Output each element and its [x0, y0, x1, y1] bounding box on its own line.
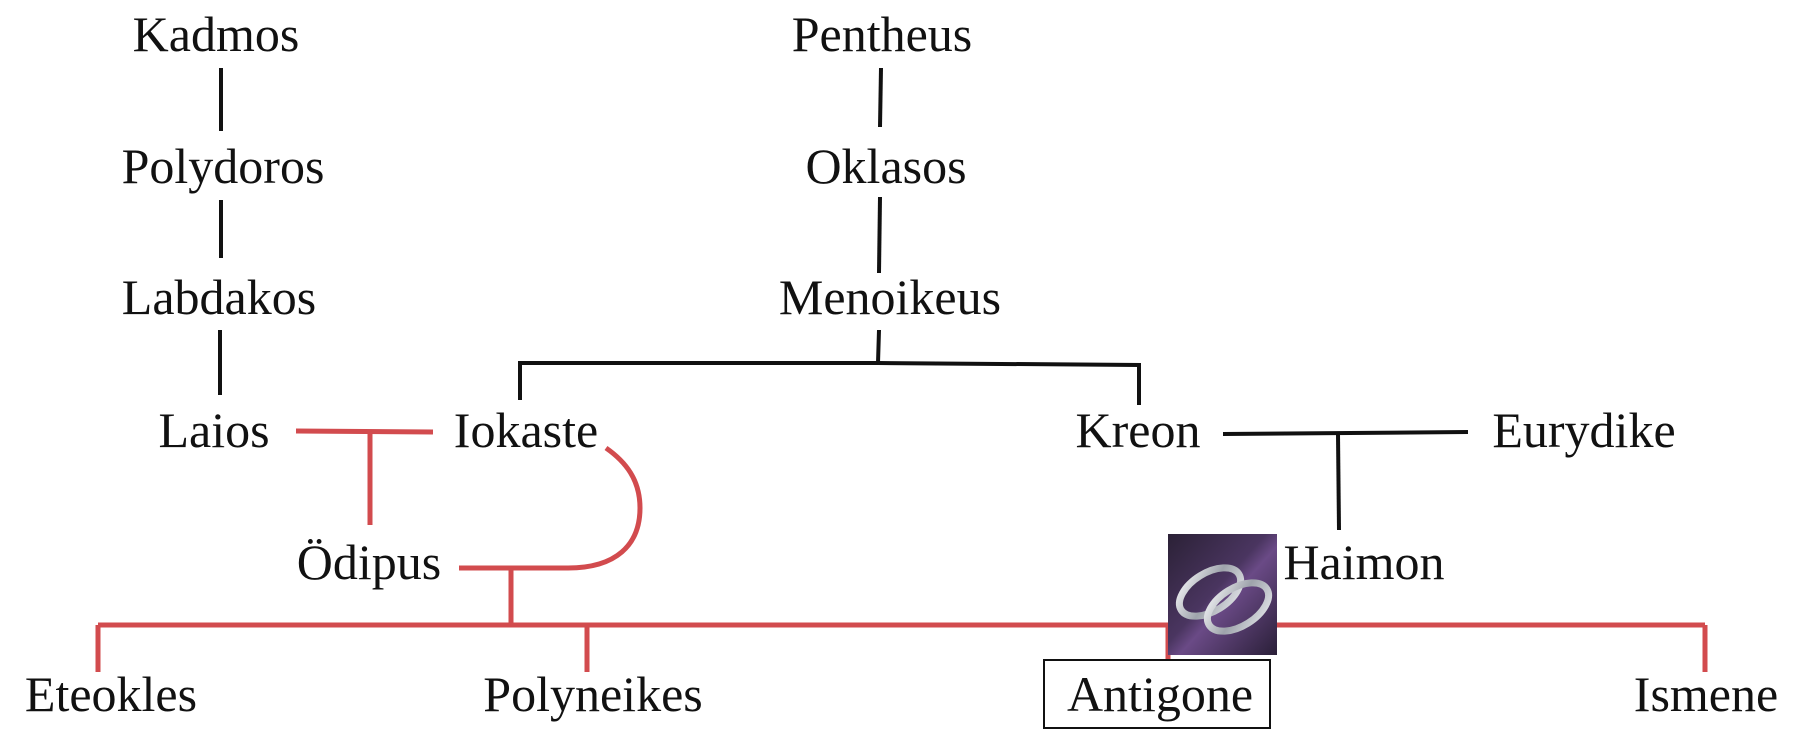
person-eurydike: Eurydike	[1492, 402, 1675, 458]
person-menoikeus: Menoikeus	[779, 269, 1001, 325]
person-oklasos: Oklasos	[805, 138, 966, 194]
line-kreon-eurydike-marriage	[1223, 432, 1468, 434]
person-oedipus: Ödipus	[297, 534, 441, 590]
person-haimon: Haimon	[1283, 534, 1444, 590]
line-oklasos-menoikeus	[879, 197, 880, 273]
line-kreon-haimon	[1338, 434, 1339, 530]
person-eteokles: Eteokles	[25, 666, 197, 722]
line-menoikeus-children	[520, 330, 879, 400]
person-polydoros: Polydoros	[122, 138, 325, 194]
person-ismene: Ismene	[1634, 666, 1778, 722]
person-kadmos: Kadmos	[133, 6, 300, 62]
line-pentheus-oklasos	[880, 68, 881, 127]
person-kreon: Kreon	[1076, 402, 1201, 458]
line-menoikeus-kreon	[878, 363, 1139, 405]
person-labdakos: Labdakos	[122, 269, 316, 325]
wedding-rings-icon	[1168, 534, 1277, 655]
line-laios-iokaste-marriage	[296, 431, 433, 432]
line-iokaste-oedipus-marriage	[459, 448, 640, 568]
person-laios: Laios	[158, 402, 269, 458]
person-antigone: Antigone	[1067, 666, 1253, 722]
person-iokaste: Iokaste	[454, 402, 598, 458]
person-polyneikes: Polyneikes	[483, 666, 702, 722]
person-pentheus: Pentheus	[792, 6, 973, 62]
